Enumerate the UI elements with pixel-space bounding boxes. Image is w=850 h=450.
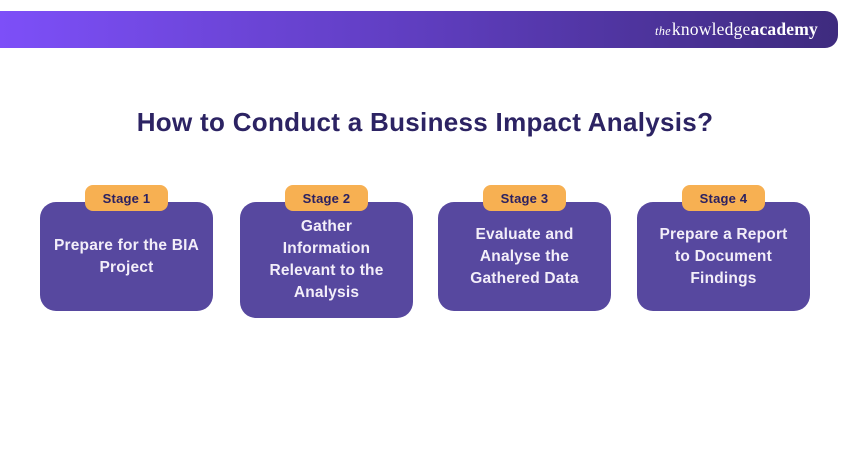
stage-1-card: Prepare for the BIA Project — [40, 202, 213, 311]
header-bar: theknowledgeacademy — [0, 11, 838, 48]
stage-2-card: Gather Information Relevant to the Analy… — [240, 202, 413, 318]
brand-logo-knowledge: knowledge — [671, 19, 751, 39]
stage-1-badge: Stage 1 — [84, 185, 169, 211]
stage-3-badge: Stage 3 — [482, 185, 567, 211]
brand-logo-the: the — [655, 24, 671, 38]
brand-logo: theknowledgeacademy — [655, 19, 818, 40]
brand-logo-academy: academy — [750, 19, 818, 39]
stage-3: Stage 3 Evaluate and Analyse the Gathere… — [438, 185, 611, 311]
stage-4-card: Prepare a Report to Document Findings — [637, 202, 810, 311]
stage-2: Stage 2 Gather Information Relevant to t… — [240, 185, 413, 318]
stage-3-card-text: Evaluate and Analyse the Gathered Data — [470, 225, 579, 287]
page-title: How to Conduct a Business Impact Analysi… — [136, 107, 714, 137]
stage-1: Stage 1 Prepare for the BIA Project — [40, 185, 213, 311]
stage-4: Stage 4 Prepare a Report to Document Fin… — [637, 185, 810, 311]
stage-4-card-text: Prepare a Report to Document Findings — [659, 225, 788, 287]
stage-2-card-text: Gather Information Relevant to the Analy… — [269, 218, 384, 301]
stage-4-badge: Stage 4 — [681, 185, 766, 211]
stage-2-badge: Stage 2 — [284, 185, 369, 211]
stage-3-card: Evaluate and Analyse the Gathered Data — [438, 202, 611, 311]
stage-1-card-text: Prepare for the BIA Project — [53, 236, 200, 276]
